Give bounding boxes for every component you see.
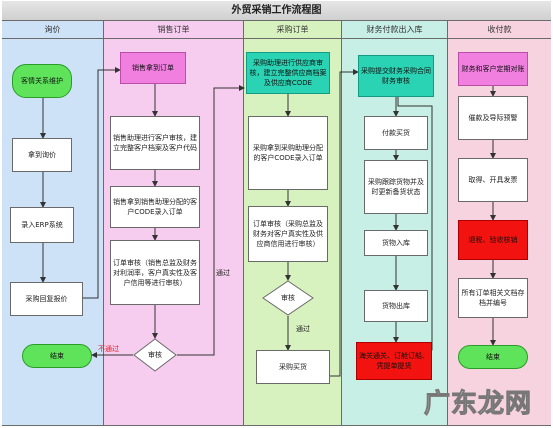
node-purchase-buy: 采购买货: [256, 350, 330, 384]
edge-reply-to-sales: [83, 67, 121, 299]
label-pass-purchase: 通过: [296, 325, 310, 333]
decision-review-sales: 审核: [133, 338, 177, 372]
edge-decision-pass-to-purchase: [177, 85, 245, 356]
node-purchase-get-code: 采购拿到采购助理分配的客户CODE录入订单: [248, 116, 328, 190]
node-get-inquiry: 拿到询价: [12, 138, 72, 172]
node-collect-prepay: 催款及导际预警: [458, 96, 528, 140]
node-client-maintain: 客情关系维护: [12, 64, 72, 98]
node-finance-reconcile: 财务和客户定期对账: [458, 52, 528, 86]
node-purchase-reply: 采购回复报价: [10, 282, 83, 316]
diamond-shape-purchase: [262, 280, 314, 316]
node-sales-get-code: 销售拿到销售助理分配的客户CODE录入订单: [110, 186, 200, 228]
node-sales-assist-review: 销售助理进行客户审核，建立完整客户档案及客户代码: [110, 116, 200, 170]
label-not-pass: 不通过: [98, 345, 119, 353]
node-order-review-sales: 订单审核（销售总监及财务对利润率，客户真实性及客户信用等进行审核）: [110, 240, 200, 305]
lane-sales-order-body: [104, 39, 244, 425]
node-goods-in: 货物入库: [364, 230, 428, 256]
node-purchase-submit-contract: 采购提交财务采购合同财务审核: [358, 55, 434, 97]
node-customs-docs: 海关通关、订舱订船、凭提单提货: [356, 342, 432, 380]
node-archive-docs: 所有订单相关文档存档并编号: [458, 278, 528, 318]
lane-header-payment: 收付款: [448, 21, 551, 39]
lane-header-sales-order: 销售订单: [104, 21, 244, 39]
lane-header-inquiry: 询价: [2, 21, 104, 39]
node-collect-invoice: 取得、开具发票: [458, 158, 528, 202]
node-receive-tax: 退税、验收核销: [458, 220, 528, 260]
node-order-review-purchase: 订单审核（采购总监及财务对客户真实性及供应商信用进行审核）: [248, 206, 328, 262]
diagram-title: 外贸采销工作流程图: [2, 1, 551, 21]
diamond-shape-sales: [133, 338, 177, 372]
lane-header-purchase-order: 采购订单: [244, 21, 342, 39]
watermark-text: 广东龙网: [423, 389, 533, 420]
node-purchase-assist-review: 采购助理进行供应商审核，建立完整供应商档案及供应商CODE: [246, 52, 330, 94]
lane-header-finance: 财务付款出入库: [342, 21, 448, 39]
decision-review-purchase: 审核: [262, 280, 314, 316]
node-pay-purchase: 付款买货: [364, 116, 428, 150]
edge-buy-to-finance: [330, 69, 359, 377]
label-pass-sales: 通过: [216, 269, 230, 277]
node-end-left: 结束: [22, 344, 92, 368]
node-enter-erp: 录入ERP系统: [10, 207, 74, 243]
node-purchase-track: 采购跟踪货物并及时更新备货状态: [364, 160, 428, 214]
node-sales-get-order: 销售拿到订单: [120, 52, 186, 84]
node-goods-out: 货物出库: [364, 290, 428, 322]
node-end-right: 结束: [458, 345, 528, 369]
